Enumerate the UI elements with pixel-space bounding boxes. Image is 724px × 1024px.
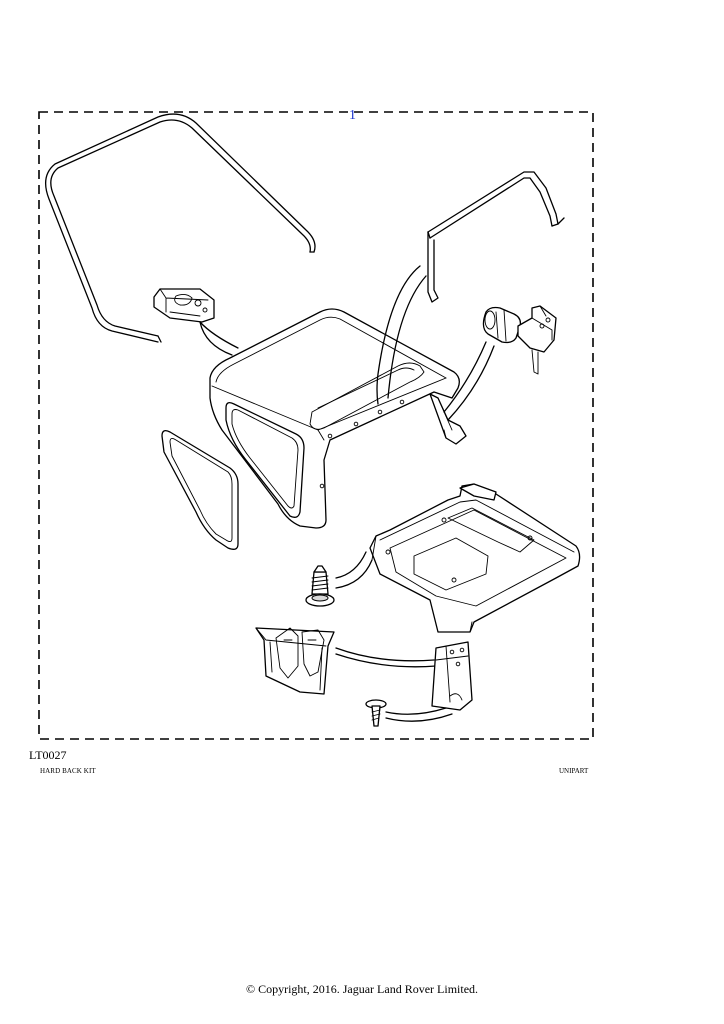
window-seal-strip bbox=[44, 113, 316, 343]
leader-line bbox=[385, 707, 447, 715]
leader-line bbox=[376, 265, 421, 405]
rear-door-catch bbox=[153, 288, 215, 323]
self-tapping-screw bbox=[305, 565, 335, 607]
leader-line bbox=[199, 321, 239, 349]
leader-line bbox=[447, 345, 495, 421]
kit-boundary bbox=[38, 111, 594, 740]
leader-line bbox=[335, 551, 367, 579]
supplier-name: UNIPART bbox=[559, 767, 589, 775]
callout-number[interactable]: 1 bbox=[349, 108, 356, 123]
leader-line bbox=[335, 559, 373, 589]
side-window-glass bbox=[161, 430, 239, 550]
copyright-notice: © Copyright, 2016. Jaguar Land Rover Lim… bbox=[245, 982, 479, 996]
hinge-bracket bbox=[482, 305, 557, 375]
leader-line bbox=[443, 341, 487, 413]
figure-reference: LT0027 bbox=[29, 748, 67, 762]
retaining-clip bbox=[255, 627, 335, 695]
kit-name: HARD BACK KIT bbox=[40, 767, 96, 775]
leader-line bbox=[387, 275, 427, 399]
leader-line bbox=[335, 647, 435, 662]
parts-diagram bbox=[38, 111, 594, 740]
small-screw bbox=[365, 699, 387, 727]
rear-rail-bracket bbox=[427, 171, 565, 303]
leader-line bbox=[385, 713, 453, 722]
leader-line bbox=[199, 321, 233, 356]
hard-top-canopy bbox=[209, 308, 467, 529]
mounting-plate bbox=[431, 641, 473, 711]
leader-line bbox=[335, 653, 437, 668]
headlining-panel bbox=[369, 483, 581, 633]
